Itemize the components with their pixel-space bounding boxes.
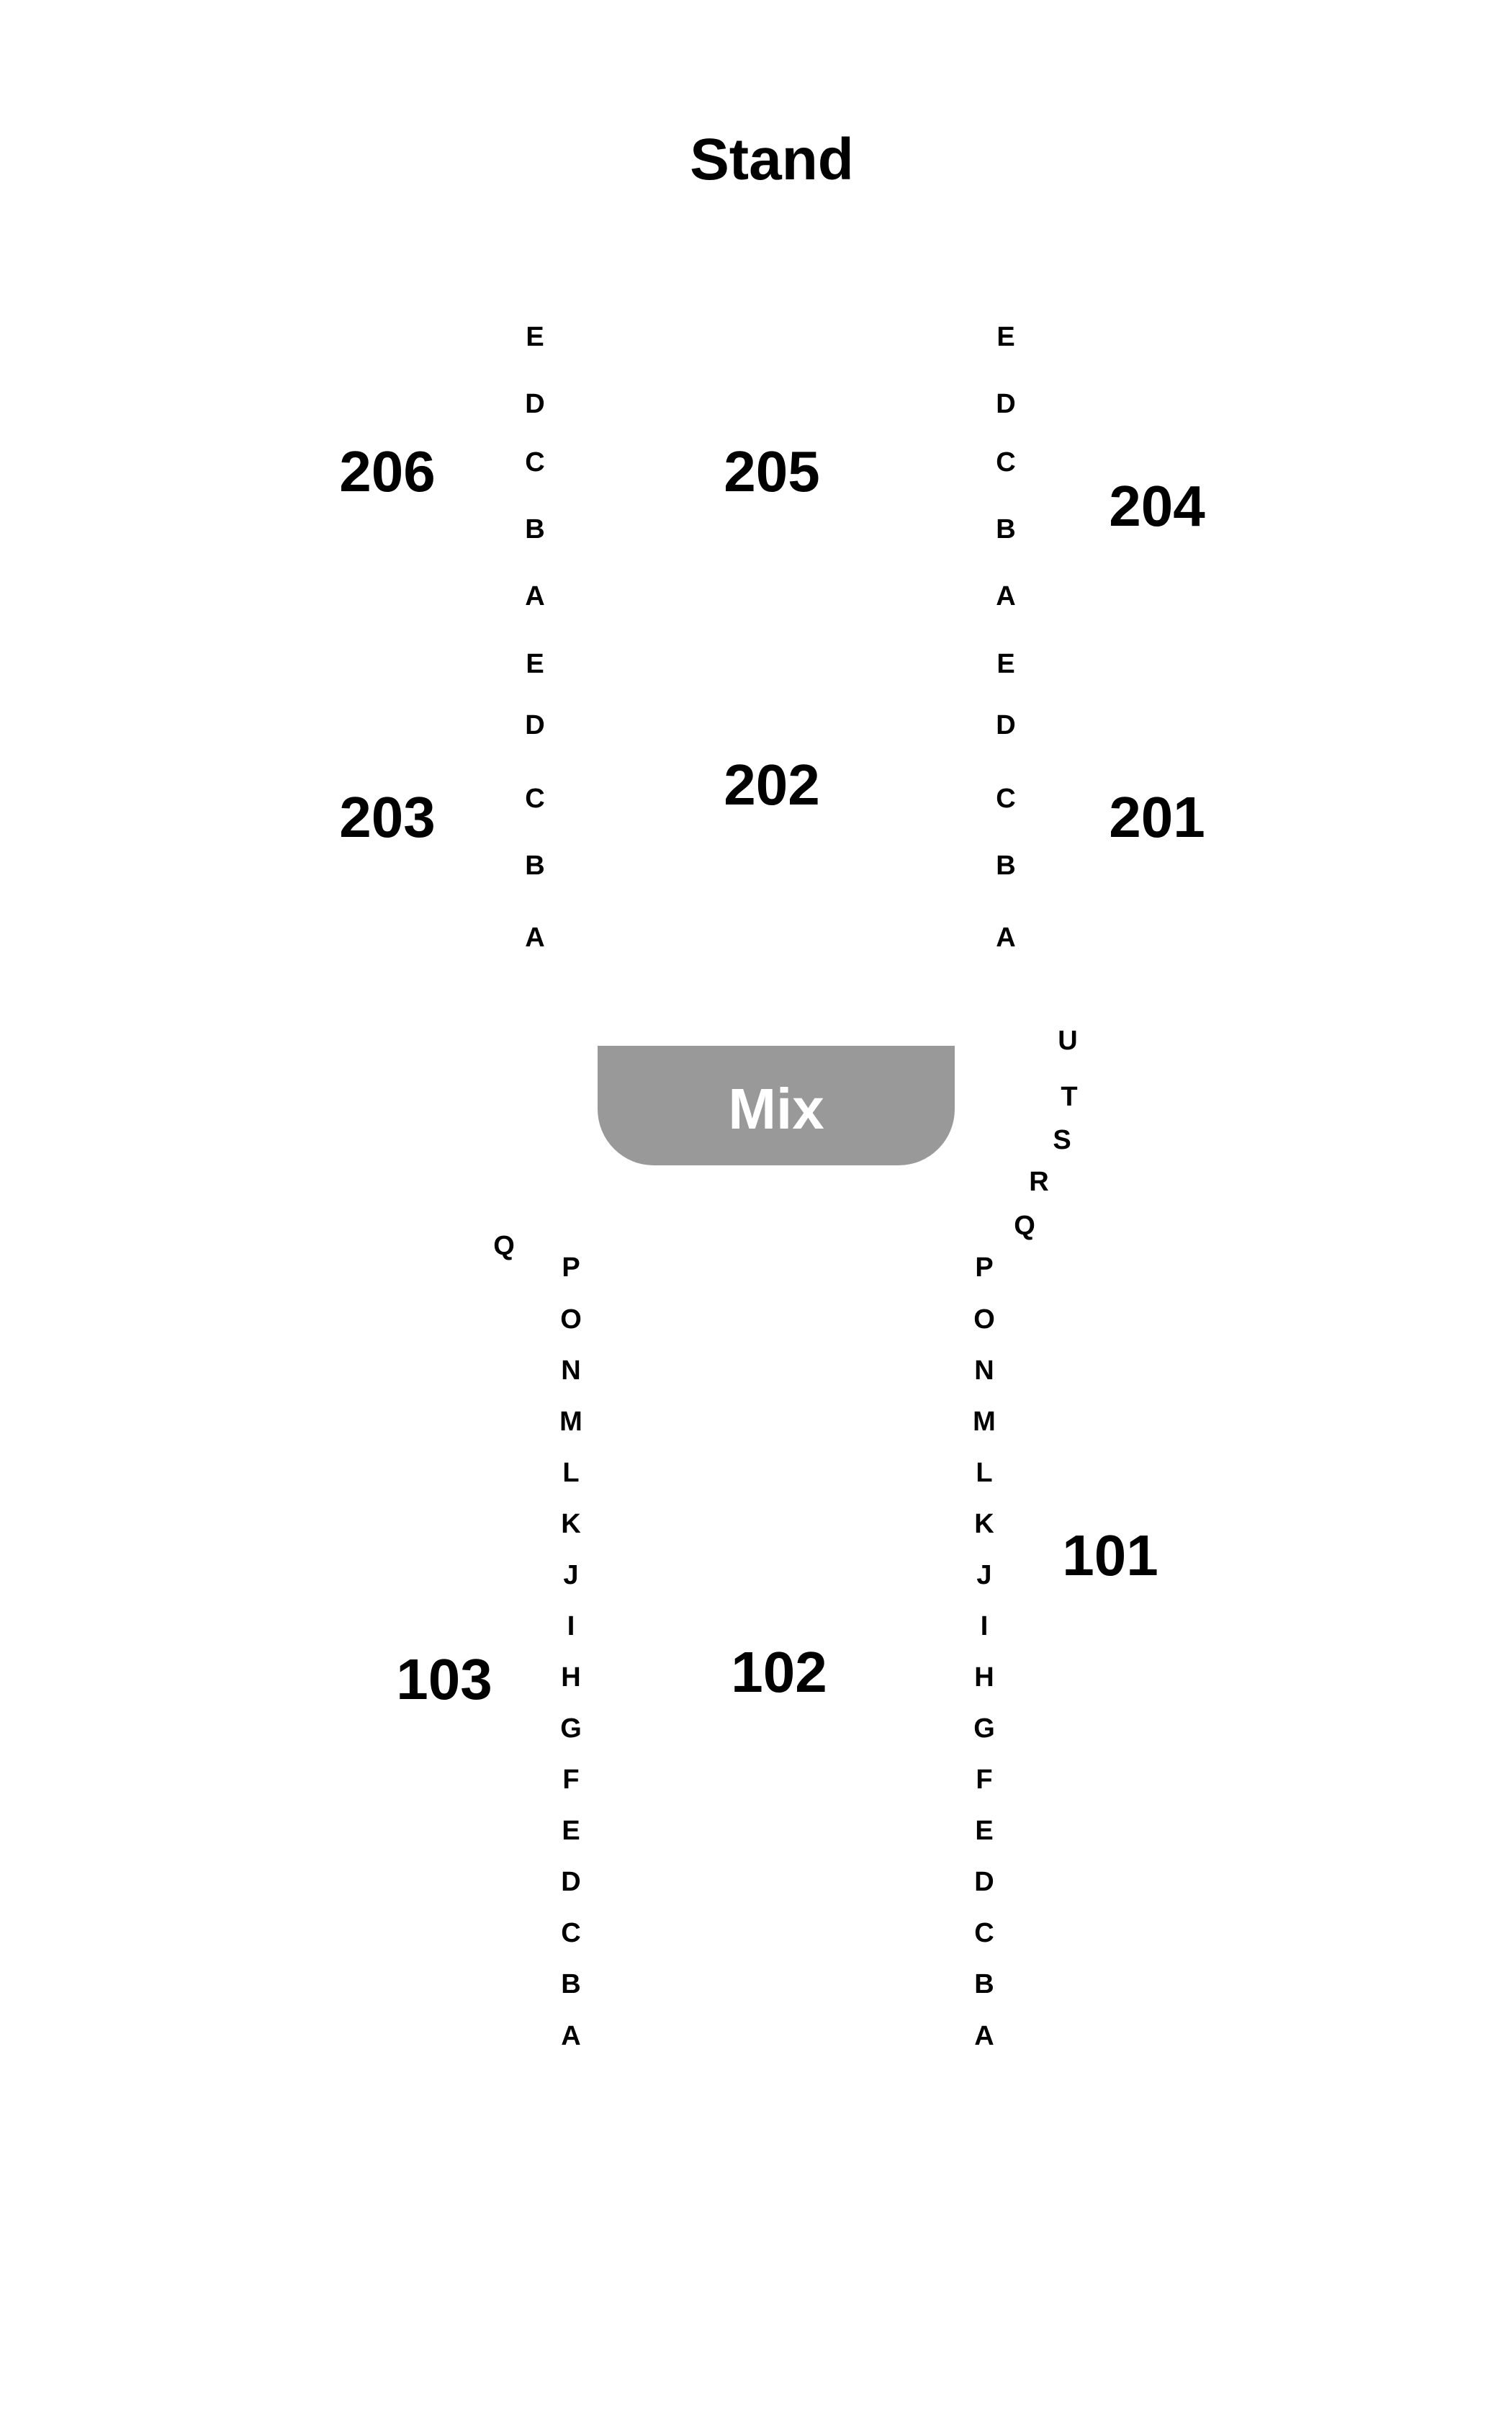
stand-title: Stand <box>690 127 854 192</box>
row-label: H <box>561 1662 581 1693</box>
row-label: K <box>974 1509 994 1539</box>
row-label: T <box>1061 1082 1078 1112</box>
section-203-label[interactable]: 203 <box>339 785 436 849</box>
section-204-label[interactable]: 204 <box>1109 474 1205 538</box>
row-label: D <box>525 710 545 740</box>
row-label: A <box>525 923 545 953</box>
row-label: N <box>974 1355 994 1386</box>
row-label: L <box>562 1458 580 1488</box>
row-label: E <box>975 1816 994 1846</box>
row-label: C <box>525 447 545 478</box>
row-label: B <box>996 514 1016 544</box>
row-label: U <box>1058 1026 1078 1056</box>
row-label: Q <box>493 1231 515 1261</box>
row-label: B <box>561 1969 581 1999</box>
row-label: P <box>562 1252 580 1283</box>
row-label: D <box>996 389 1016 419</box>
row-label: A <box>561 2021 581 2051</box>
section-103-label[interactable]: 103 <box>396 1647 492 1711</box>
row-label: F <box>562 1765 580 1795</box>
row-label: N <box>561 1355 581 1386</box>
row-label: C <box>525 784 545 814</box>
row-label: O <box>560 1304 582 1335</box>
row-label: Q <box>1014 1211 1035 1241</box>
row-label: H <box>974 1662 994 1693</box>
row-label: B <box>525 851 545 881</box>
row-label: E <box>996 322 1015 352</box>
row-label: J <box>563 1560 579 1590</box>
row-label: F <box>976 1765 993 1795</box>
section-205-label[interactable]: 205 <box>724 439 820 503</box>
mix-label: Mix <box>728 1077 824 1141</box>
row-label: C <box>561 1918 581 1948</box>
row-label: C <box>974 1918 994 1948</box>
row-label: A <box>525 581 545 611</box>
row-label: I <box>980 1611 989 1641</box>
row-label: D <box>525 389 545 419</box>
row-label: J <box>976 1560 992 1590</box>
row-label: A <box>996 581 1016 611</box>
row-label: E <box>526 649 544 679</box>
row-label: D <box>974 1867 994 1897</box>
row-label: O <box>973 1304 995 1335</box>
mix-position[interactable] <box>598 1046 955 1165</box>
row-label: D <box>561 1867 581 1897</box>
section-201-label[interactable]: 201 <box>1109 785 1205 849</box>
row-label: S <box>1053 1125 1071 1155</box>
row-label: L <box>976 1458 993 1488</box>
row-label: B <box>974 1969 994 1999</box>
row-label: A <box>974 2021 994 2051</box>
row-label: I <box>567 1611 575 1641</box>
row-label: M <box>559 1407 582 1437</box>
row-label: K <box>561 1509 581 1539</box>
row-label: C <box>996 447 1016 478</box>
row-label: E <box>562 1816 580 1846</box>
row-label: M <box>973 1407 996 1437</box>
row-label: C <box>996 784 1016 814</box>
row-label: D <box>996 710 1016 740</box>
section-206-label[interactable]: 206 <box>339 439 436 503</box>
section-101-label[interactable]: 101 <box>1062 1523 1158 1587</box>
row-label: B <box>525 514 545 544</box>
row-label: A <box>996 923 1016 953</box>
row-label: G <box>560 1713 582 1744</box>
section-202-label[interactable]: 202 <box>724 753 820 817</box>
row-label: P <box>975 1252 994 1283</box>
row-label: E <box>996 649 1015 679</box>
row-label: B <box>996 851 1016 881</box>
row-label: R <box>1029 1167 1049 1197</box>
row-label: E <box>526 322 544 352</box>
section-102-label[interactable]: 102 <box>731 1640 827 1704</box>
row-label: G <box>973 1713 995 1744</box>
